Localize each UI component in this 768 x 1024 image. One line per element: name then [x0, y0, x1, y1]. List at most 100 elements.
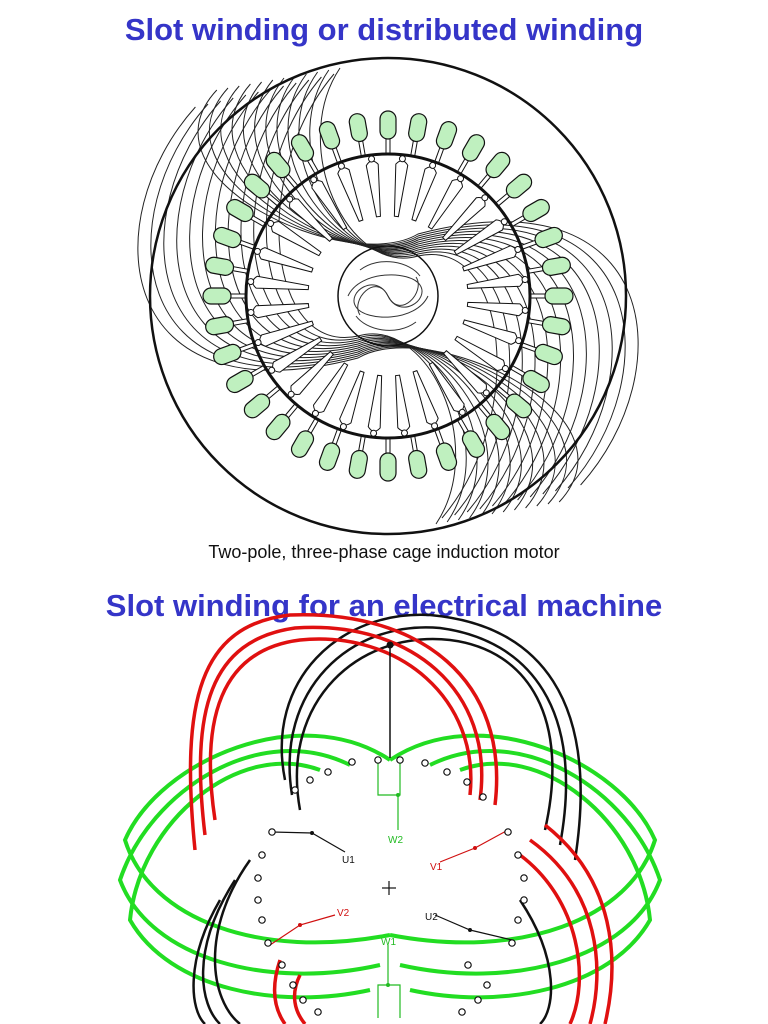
slot-terminal — [374, 756, 382, 764]
rotor-bar — [411, 161, 437, 222]
induction-motor-cross-section — [137, 56, 639, 536]
stator-slot — [526, 316, 571, 336]
stator-outer-edge — [148, 56, 628, 536]
stator-slot — [520, 342, 563, 366]
slot-terminal — [483, 981, 491, 989]
flux-line — [240, 82, 489, 519]
top-feed-terminal — [386, 641, 394, 649]
slot-terminal — [520, 874, 528, 882]
rotor-bar — [462, 245, 522, 272]
stator-slot — [348, 113, 368, 158]
slot-terminal — [299, 996, 307, 1004]
slot-terminal — [504, 828, 512, 836]
flux-line — [176, 97, 545, 509]
flux-line — [231, 83, 600, 495]
slot-terminals — [254, 756, 528, 1016]
label-v2: V2 — [337, 908, 350, 919]
flux-line — [243, 81, 587, 498]
stator-slot — [456, 417, 486, 458]
stator-slot — [348, 434, 368, 479]
rotor-bar — [254, 320, 314, 347]
label-w1: W1 — [381, 937, 396, 948]
figure1-title: Slot winding or distributed winding — [124, 12, 644, 47]
stator-slot — [205, 256, 250, 276]
phase-w-coils — [117, 733, 663, 1000]
rotor-bar — [454, 335, 509, 373]
slot-terminal — [474, 996, 482, 1004]
center-mark — [382, 881, 396, 895]
rotor-bar — [253, 247, 314, 273]
stator-slot — [408, 113, 428, 158]
rotor-bar — [393, 155, 409, 218]
stator-slot — [213, 342, 256, 366]
slot-terminal — [514, 851, 522, 859]
slot-terminal — [291, 786, 299, 794]
flux-line — [197, 89, 639, 486]
rotor-bar — [247, 303, 310, 319]
stator-slot — [226, 364, 267, 394]
connector-dots — [298, 793, 477, 987]
stator-slot — [520, 226, 563, 250]
label-u1: U1 — [342, 855, 355, 866]
rotor-bar — [466, 273, 529, 289]
figure1-caption: Two-pole, three-phase cage induction mot… — [208, 542, 560, 562]
rotor-bar — [427, 175, 465, 230]
flux-line — [287, 73, 536, 510]
flux-line — [137, 106, 579, 503]
slot-terminal — [463, 778, 471, 786]
stator-slot — [213, 226, 256, 250]
stator-slot — [243, 173, 282, 207]
flux-line — [220, 85, 613, 492]
slot-terminal — [268, 828, 276, 836]
slot-terminal — [508, 939, 516, 947]
label-w2: W2 — [388, 835, 403, 846]
terminal-connectors — [269, 762, 513, 1018]
stator-slot — [318, 121, 342, 164]
rotor-bar — [365, 155, 381, 218]
rotor-bar — [310, 176, 348, 231]
slot-terminal — [289, 981, 297, 989]
slot-terminal — [421, 759, 429, 767]
label-v1: V1 — [430, 862, 443, 873]
slot-terminal — [254, 874, 262, 882]
air-gap-ring — [244, 152, 532, 440]
slot-terminal — [514, 916, 522, 924]
rotor-bar — [442, 194, 489, 242]
flux-line — [254, 79, 574, 501]
figure2-title: Slot winding for an electrical machine — [105, 588, 663, 623]
slot-terminal — [278, 961, 286, 969]
stator-slot — [379, 110, 397, 155]
slot-terminal — [306, 776, 314, 784]
stator-slot — [226, 198, 267, 228]
stator-slot — [202, 287, 247, 305]
stator-slot — [434, 121, 458, 164]
label-u2: U2 — [425, 912, 438, 923]
rotor-bar — [428, 361, 466, 416]
rotor-bar — [453, 218, 508, 256]
stator-slot — [477, 402, 511, 441]
slot-terminal — [314, 1008, 322, 1016]
slot-terminal — [458, 1008, 466, 1016]
rotor-bar — [286, 195, 334, 242]
slot-terminal — [479, 793, 487, 801]
stator-slot — [318, 428, 342, 471]
flux-line — [189, 94, 533, 511]
rotor-bar — [267, 219, 322, 257]
slot-terminal — [396, 756, 404, 764]
slot-terminal — [520, 896, 528, 904]
flux-line — [309, 69, 511, 516]
stator-slot — [265, 402, 299, 441]
slot-terminal — [258, 916, 266, 924]
rotor-bar — [442, 350, 490, 397]
rotor-bar — [247, 275, 310, 291]
rotor-bar — [395, 374, 411, 437]
flux-line — [209, 87, 626, 489]
phase-v-coils — [188, 613, 614, 1024]
stator-slot — [205, 316, 250, 336]
stator-slot — [494, 385, 533, 419]
slot-terminal — [264, 939, 272, 947]
stator-slot — [494, 173, 533, 207]
rotor-bar — [412, 370, 439, 430]
slot-terminal — [443, 768, 451, 776]
